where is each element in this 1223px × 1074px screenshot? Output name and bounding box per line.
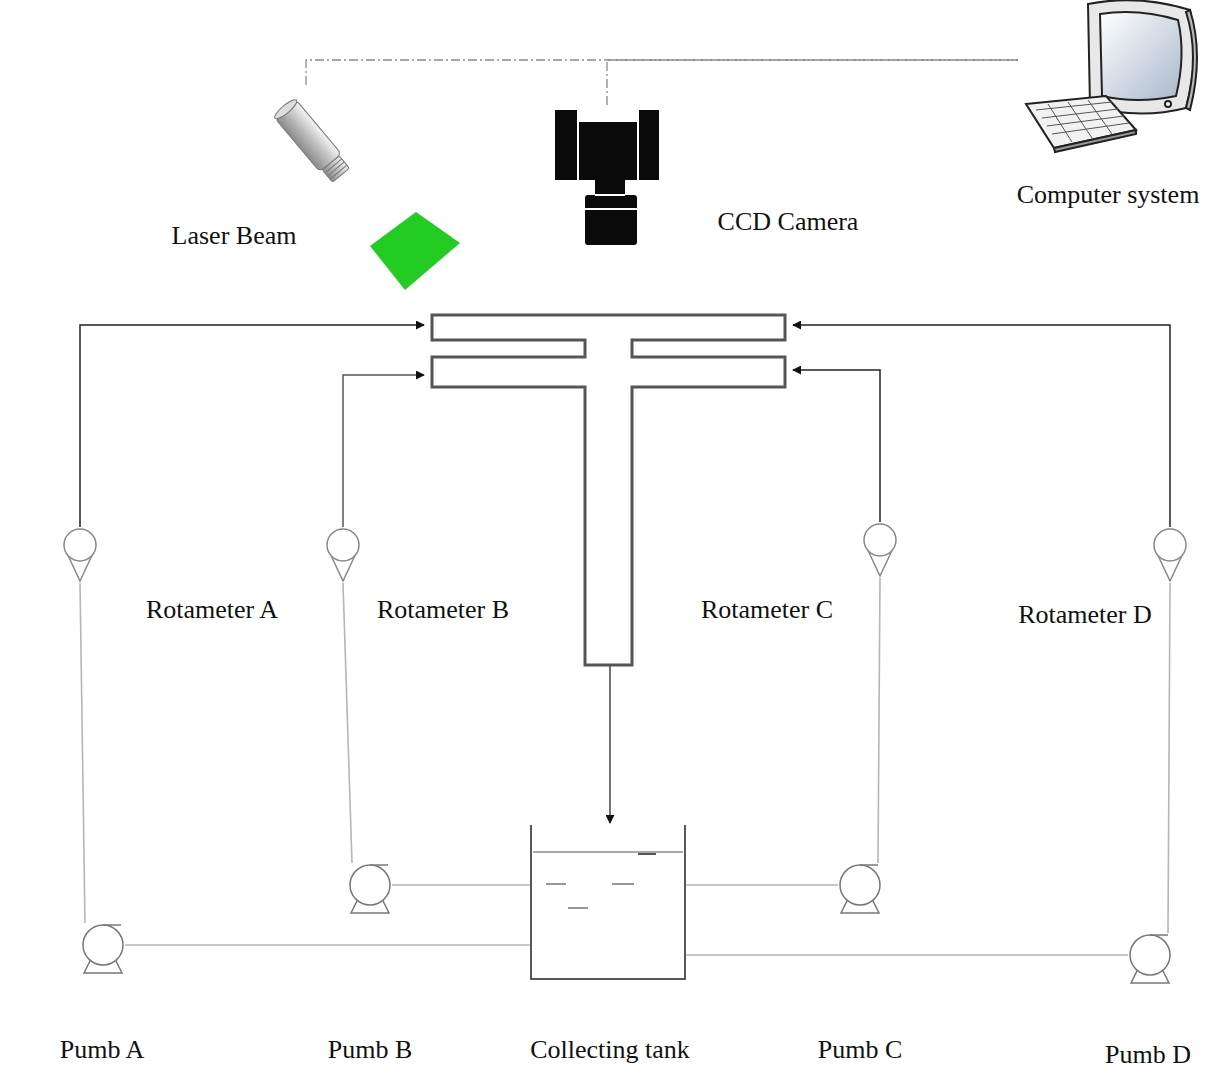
pipe-line — [343, 583, 352, 863]
pipe-line — [1168, 583, 1170, 933]
rot-icon — [1152, 527, 1188, 583]
computer: Computer system — [1018, 0, 1198, 152]
node-label: CCD Camera — [716, 207, 861, 237]
tank-icon — [530, 825, 686, 980]
signal-line — [306, 60, 1018, 85]
node-label: Pumb A — [58, 1035, 147, 1065]
rotameter: Rotameter C — [862, 522, 898, 578]
rotameter: Rotameter B — [325, 527, 361, 583]
node-label: Pumb B — [326, 1035, 415, 1065]
pipe-line — [125, 944, 530, 946]
node-label: Rotameter A — [144, 595, 280, 625]
rotameter: Rotameter A — [62, 527, 98, 583]
rotameter: Rotameter D — [1152, 527, 1188, 583]
pump: Pumb B — [348, 863, 392, 915]
node-label: Rotameter D — [1016, 600, 1154, 630]
pipe-line — [686, 884, 838, 886]
laser-icon — [268, 85, 360, 200]
pump: Pumb D — [1128, 933, 1172, 985]
node-label: Pumb D — [1103, 1040, 1193, 1070]
signal-line — [607, 60, 1018, 105]
camera-icon — [553, 105, 661, 247]
pipe-line — [80, 583, 85, 923]
pump: Pumb A — [81, 923, 125, 975]
pipe-line — [878, 578, 880, 863]
pipe-line — [392, 884, 530, 886]
pump-icon — [838, 863, 882, 915]
ccd-camera: CCD Camera — [553, 105, 661, 247]
rot-icon — [862, 522, 898, 578]
computer-icon — [1018, 0, 1198, 152]
node-label: Laser Beam — [170, 221, 299, 251]
collecting-tank: Collecting tank — [530, 825, 686, 980]
laser-sheet — [370, 212, 460, 290]
node-label: Collecting tank — [528, 1035, 692, 1065]
pump-icon — [81, 923, 125, 975]
inlet-pipes — [80, 325, 1170, 527]
tank-water — [533, 852, 683, 908]
pump-icon — [1128, 933, 1172, 985]
node-label: Rotameter B — [375, 595, 511, 625]
pump-icon — [348, 863, 392, 915]
outlet-pipe — [609, 665, 611, 823]
node-label: Computer system — [1015, 180, 1202, 210]
node-label: Rotameter C — [699, 595, 835, 625]
pump: Pumb C — [838, 863, 882, 915]
node-label: Pumb C — [816, 1035, 905, 1065]
pipe-line — [686, 954, 1128, 956]
laser-source: Laser Beam — [268, 85, 360, 200]
rot-icon — [325, 527, 361, 583]
rot-icon — [62, 527, 98, 583]
